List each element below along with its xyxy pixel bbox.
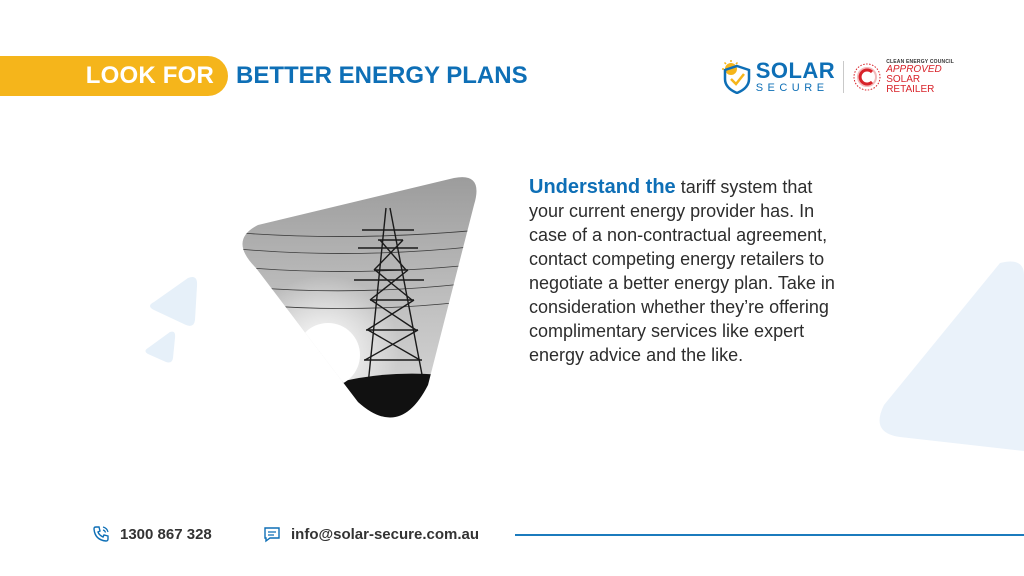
- email-contact[interactable]: info@solar-secure.com.au: [263, 520, 479, 548]
- cec-approved-label: APPROVED: [886, 63, 942, 75]
- cec-solar-label: SOLAR: [886, 73, 921, 85]
- cec-top-label: CLEAN ENERGY COUNCIL: [886, 58, 954, 65]
- cec-c-badge-icon: [853, 63, 881, 91]
- banner-highlight: LOOK FOR: [0, 56, 228, 96]
- logos: SOLAR SECURE CLEAN ENERGY COUNCIL APPROV…: [721, 58, 954, 96]
- solar-secure-logo: SOLAR SECURE: [721, 58, 836, 94]
- page-title: BETTER ENERGY PLANS: [236, 62, 528, 89]
- decor-triangles-left: [145, 277, 198, 363]
- shield-sun-icon: [721, 60, 750, 94]
- decor-triangle-right: [879, 261, 1024, 451]
- header-banner: LOOK FOR BETTER ENERGY PLANS: [0, 56, 528, 96]
- banner-highlight-text: LOOK FOR: [85, 62, 214, 89]
- transmission-tower-photo: [242, 177, 477, 418]
- phone-number: 1300 867 328: [120, 525, 212, 543]
- footer-divider: [515, 534, 1024, 536]
- solar-logo-main: SOLAR: [755, 58, 836, 83]
- email-address: info@solar-secure.com.au: [291, 525, 480, 543]
- phone-icon: [93, 526, 109, 542]
- body-paragraph: Understand the tariff system that your c…: [529, 175, 849, 367]
- cec-approved-logo: CLEAN ENERGY COUNCIL APPROVED SOLAR RETA…: [852, 58, 954, 95]
- chat-email-icon: [264, 527, 280, 543]
- footer: 1300 867 328 info@solar-secure.com.au: [0, 520, 1024, 548]
- body-lead: Understand the: [529, 176, 676, 198]
- body-text: tariff system that your current energy p…: [529, 177, 835, 365]
- solar-logo-sub: SECURE: [755, 82, 829, 94]
- phone-contact[interactable]: 1300 867 328: [92, 520, 212, 548]
- cec-retailer-label: RETAILER: [886, 83, 935, 95]
- logo-divider: [843, 61, 845, 93]
